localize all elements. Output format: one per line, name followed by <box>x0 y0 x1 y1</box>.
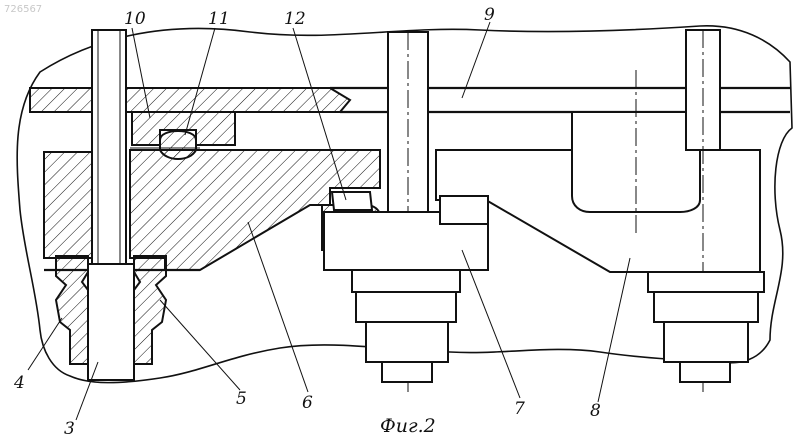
label-4: 4 <box>13 373 25 393</box>
label-9: 9 <box>484 5 495 25</box>
block-7-insert <box>440 196 488 224</box>
label-11: 11 <box>208 9 230 29</box>
washer-5 <box>134 256 166 364</box>
right-lower-4 <box>680 362 730 382</box>
corner-number: 726567 <box>4 4 42 15</box>
right-lower-1 <box>648 272 764 292</box>
label-12: 12 <box>284 9 306 29</box>
right-lower-2 <box>654 292 758 322</box>
label-10: 10 <box>124 9 146 29</box>
label-6: 6 <box>302 393 313 413</box>
label-5: 5 <box>236 389 247 409</box>
block-left <box>44 152 92 258</box>
label-7: 7 <box>514 399 525 419</box>
figure-caption: Фиг.2 <box>380 415 436 437</box>
right-lower-3 <box>664 322 748 362</box>
middle-lower-3 <box>366 322 448 362</box>
label-8: 8 <box>590 401 601 421</box>
middle-lower-2 <box>356 292 456 322</box>
plate-9-hatched <box>30 88 350 112</box>
cup-12-top <box>332 192 372 210</box>
bolt-3-end <box>88 264 134 380</box>
middle-lower-1 <box>352 270 460 292</box>
nut-4 <box>56 256 88 364</box>
label-3: 3 <box>64 419 75 439</box>
bolt-shaft-3 <box>92 30 126 270</box>
middle-lower-4 <box>382 362 432 382</box>
